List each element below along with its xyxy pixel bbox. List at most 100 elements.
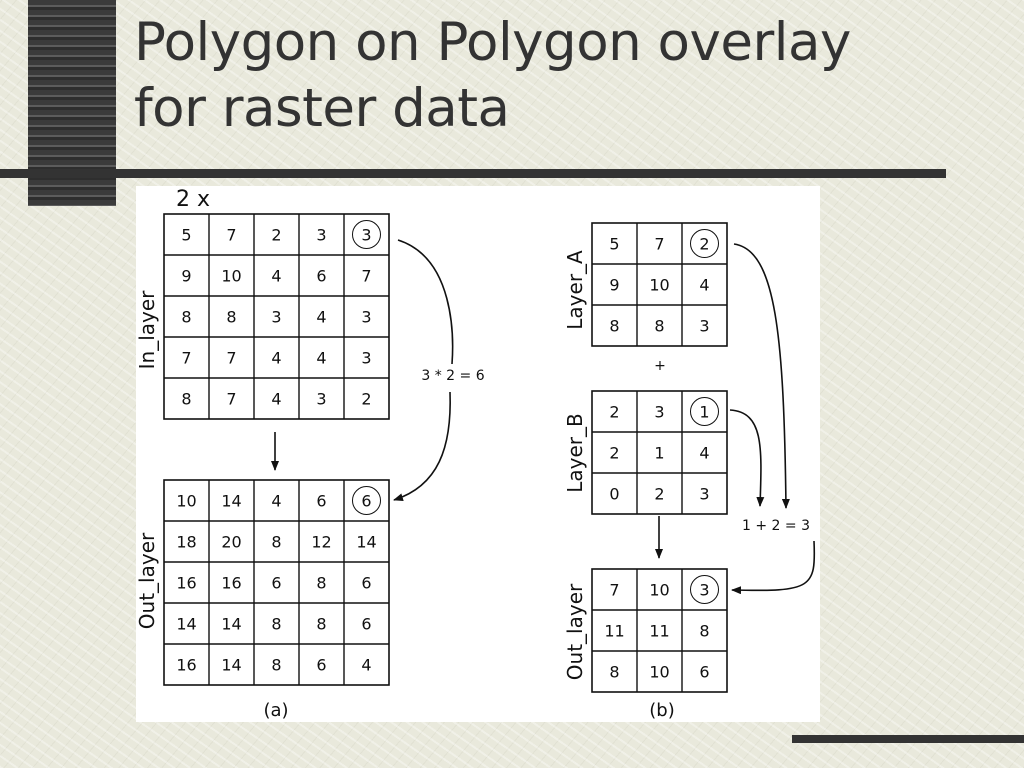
in-layer-cell-value: 3 — [316, 390, 326, 409]
in-layer-cell-value: 8 — [181, 390, 191, 409]
calc-arrow-a-bottom — [393, 391, 451, 502]
out-layer-b-cell-value: 11 — [649, 622, 669, 641]
out-layer-a-cell-value: 4 — [361, 656, 371, 675]
top-divider — [0, 169, 946, 178]
in-layer-cell-value: 7 — [181, 349, 191, 368]
layer-a-cell-value: 10 — [649, 276, 669, 295]
layer-a-cell-value: 8 — [609, 317, 619, 336]
out-layer-b-frame — [591, 568, 728, 693]
title-line-1: Polygon on Polygon overlay — [134, 12, 851, 73]
layer-a-cell-value: 3 — [699, 317, 709, 336]
in-layer-cell-value: 7 — [226, 349, 236, 368]
out-layer-b-cell-value: 8 — [609, 663, 619, 682]
layer-b-cell-value: 1 — [654, 444, 664, 463]
result-arrow-b — [731, 540, 816, 595]
out-layer-a-highlight-circle — [352, 486, 381, 515]
out-layer-a-cell-value: 6 — [361, 492, 371, 511]
layer-b-cell-value: 3 — [654, 403, 664, 422]
layer-a-cell-value: 4 — [699, 276, 709, 295]
out-layer-a-cell-value: 8 — [271, 656, 281, 675]
in-layer-cell-value: 10 — [221, 267, 241, 286]
out-layer-a-cell-value: 16 — [176, 574, 196, 593]
out-layer-b-highlight-circle — [690, 575, 719, 604]
out-layer-label-b: Out_layer — [563, 583, 587, 680]
layer-a-cell-value: 7 — [654, 235, 664, 254]
in-layer-cell-value: 4 — [271, 349, 281, 368]
out-layer-a-cell-value: 8 — [316, 574, 326, 593]
in-layer-cell-value: 7 — [226, 226, 236, 245]
in-layer-cell-value: 4 — [316, 308, 326, 327]
layer-b-highlight-circle — [690, 397, 719, 426]
out-layer-a-frame — [163, 479, 390, 686]
out-layer-a-cell-value: 6 — [316, 656, 326, 675]
out-layer-a-cell-value: 14 — [221, 656, 241, 675]
layer-b-cell-value: 4 — [699, 444, 709, 463]
in-layer-cell-value: 3 — [361, 349, 371, 368]
layer-a-cell-value: 2 — [699, 235, 709, 254]
layer-b-cell-value: 2 — [654, 485, 664, 504]
in-layer-cell-value: 8 — [181, 308, 191, 327]
out-layer-b-cell-value: 10 — [649, 581, 669, 600]
out-layer-a-cell-value: 8 — [271, 615, 281, 634]
out-layer-b-cell-value: 7 — [609, 581, 619, 600]
in-layer-cell-value: 7 — [226, 390, 236, 409]
in-layer-cell-value: 3 — [316, 226, 326, 245]
out-layer-a-cell-value: 18 — [176, 533, 196, 552]
layer-b-cell-value: 3 — [699, 485, 709, 504]
out-layer-b-cell-value: 11 — [604, 622, 624, 641]
plus-sign: + — [654, 358, 666, 374]
calc-arrow-a-top — [397, 239, 454, 365]
layer-b-frame — [591, 390, 728, 515]
out-layer-a-cell-value: 20 — [221, 533, 241, 552]
caption-b: (b) — [649, 700, 674, 721]
in-layer-cell-value: 8 — [226, 308, 236, 327]
bottom-divider — [792, 735, 1024, 743]
in-layer-frame — [163, 213, 390, 420]
in-layer-cell-value: 3 — [271, 308, 281, 327]
out-layer-a-cell-value: 14 — [176, 615, 196, 634]
out-layer-b-cell-value: 3 — [699, 581, 709, 600]
out-layer-a-cell-value: 12 — [311, 533, 331, 552]
in-layer-cell-value: 2 — [361, 390, 371, 409]
out-layer-a-cell-value: 6 — [361, 574, 371, 593]
in-layer-cell-value: 6 — [316, 267, 326, 286]
in-layer-cell-value: 2 — [271, 226, 281, 245]
layer-b-cell-value: 1 — [699, 403, 709, 422]
in-layer-cell-value: 7 — [361, 267, 371, 286]
layer-a-cell-value: 8 — [654, 317, 664, 336]
out-layer-a-cell-value: 8 — [271, 533, 281, 552]
out-layer-a-cell-value: 14 — [356, 533, 376, 552]
in-layer-cell-value: 4 — [316, 349, 326, 368]
out-layer-label-a: Out_layer — [136, 532, 159, 629]
in-layer-cell-value: 9 — [181, 267, 191, 286]
out-layer-a-cell-value: 14 — [221, 492, 241, 511]
out-layer-a-cell-value: 14 — [221, 615, 241, 634]
layer-a-highlight-circle — [690, 229, 719, 258]
layer-b-label: Layer_B — [563, 413, 587, 492]
sum-arrow-from-a — [733, 243, 790, 509]
out-layer-a-cell-value: 6 — [361, 615, 371, 634]
slide-title: Polygon on Polygon overlay for raster da… — [134, 10, 1004, 142]
out-layer-a-cell-value: 4 — [271, 492, 281, 511]
layer-a-label: Layer_A — [563, 250, 587, 330]
layer-b-cell-value: 2 — [609, 403, 619, 422]
in-layer-label: In_layer — [136, 290, 159, 370]
out-layer-a-cell-value: 16 — [176, 656, 196, 675]
in-layer-cell-value: 4 — [271, 267, 281, 286]
out-layer-a-cell-value: 6 — [271, 574, 281, 593]
in-layer-highlight-circle — [352, 220, 381, 249]
in-layer-cell-value: 3 — [361, 308, 371, 327]
in-layer-cell-value: 4 — [271, 390, 281, 409]
out-layer-a-cell-value: 8 — [316, 615, 326, 634]
title-line-2: for raster data — [134, 78, 510, 139]
layer-a-cell-value: 9 — [609, 276, 619, 295]
multiplier-label: 2 x — [176, 187, 210, 212]
out-layer-b-cell-value: 10 — [649, 663, 669, 682]
layer-a-frame — [591, 222, 728, 347]
